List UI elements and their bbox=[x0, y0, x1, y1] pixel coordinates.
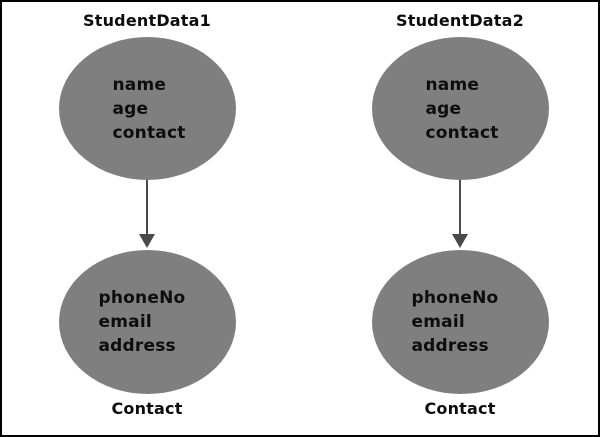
contact-label: Contact bbox=[111, 399, 183, 418]
attribute-lines: name age contact bbox=[426, 73, 499, 145]
arrow-down-icon bbox=[452, 234, 468, 248]
arrow-down-icon bbox=[139, 234, 155, 248]
entity-title: StudentData2 bbox=[396, 11, 524, 30]
attribute-line: phoneNo bbox=[411, 288, 499, 308]
relation-arrow bbox=[139, 180, 155, 248]
attribute-line: phoneNo bbox=[98, 288, 186, 308]
attribute-line: age bbox=[425, 98, 462, 119]
attribute-line: contact bbox=[112, 122, 186, 143]
entity-column-studentdata1: StudentData1 name age contact phoneNo em… bbox=[47, 2, 247, 435]
arrow-line bbox=[146, 180, 148, 234]
entity-title: StudentData1 bbox=[83, 11, 211, 30]
attribute-line: email bbox=[411, 312, 465, 332]
attribute-line: address bbox=[98, 336, 176, 356]
target-attributes-ellipse: phoneNo email address bbox=[58, 250, 236, 394]
attribute-line: name bbox=[112, 74, 167, 95]
attribute-line: contact bbox=[425, 122, 499, 143]
contact-label: Contact bbox=[424, 399, 496, 418]
attribute-line: address bbox=[411, 336, 489, 356]
attribute-lines: phoneNo email address bbox=[412, 286, 499, 358]
entity-column-studentdata2: StudentData2 name age contact phoneNo em… bbox=[360, 2, 560, 435]
arrow-line bbox=[459, 180, 461, 234]
attribute-line: email bbox=[98, 312, 152, 332]
attribute-line: age bbox=[112, 98, 149, 119]
source-attributes-ellipse: name age contact bbox=[371, 37, 549, 180]
source-attributes-ellipse: name age contact bbox=[58, 37, 236, 180]
target-attributes-ellipse: phoneNo email address bbox=[371, 250, 549, 394]
attribute-lines: phoneNo email address bbox=[99, 286, 186, 358]
attribute-line: name bbox=[425, 74, 480, 95]
attribute-lines: name age contact bbox=[113, 73, 186, 145]
relation-arrow bbox=[452, 180, 468, 248]
